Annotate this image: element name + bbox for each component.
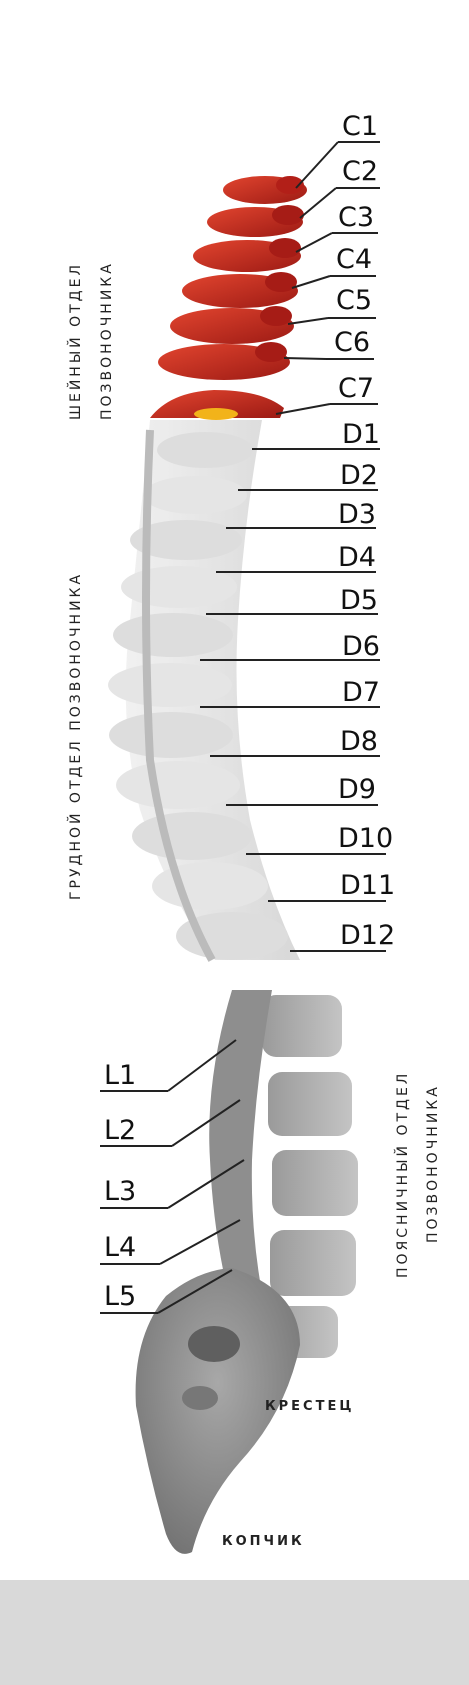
label-d7: D7 — [342, 677, 380, 708]
label-c4: C4 — [336, 244, 372, 275]
label-l5: L5 — [104, 1281, 136, 1312]
label-c2: C2 — [342, 156, 378, 187]
cervical-vertebra-c4-shape — [182, 272, 298, 308]
leader-c5-diag — [288, 318, 328, 324]
cervical-vertebra-c3-shape — [193, 238, 301, 272]
lumbar-region-label-line2: ПОЗВОНОЧНИКА — [425, 1084, 441, 1243]
cervical-vertebra-c6-shape — [158, 342, 290, 380]
thoracic-vertebrae-group — [108, 420, 300, 960]
sacrum-label: КРЕСТЕЦ — [265, 1399, 354, 1414]
label-d10: D10 — [338, 823, 393, 854]
label-d2: D2 — [340, 460, 378, 491]
label-d11: D11 — [340, 870, 395, 901]
label-c5: C5 — [336, 285, 372, 316]
label-l3: L3 — [104, 1176, 136, 1207]
lumbar-region-label-line1: ПОЯСНИЧНЫЙ ОТДЕЛ — [393, 1071, 411, 1278]
label-c6: C6 — [334, 327, 370, 358]
label-c7: C7 — [338, 373, 374, 404]
leader-c7-diag — [276, 404, 330, 414]
leader-c4-diag — [292, 276, 330, 288]
label-d5: D5 — [340, 585, 378, 616]
cervical-vertebrae-group — [150, 176, 307, 420]
footer-band — [0, 1580, 469, 1685]
label-d1: D1 — [342, 419, 380, 450]
label-c1: C1 — [342, 111, 378, 142]
label-d12: D12 — [340, 920, 395, 951]
label-d8: D8 — [340, 726, 378, 757]
cervical-vertebra-c7-shape — [150, 390, 284, 420]
cervical-region-label-line2: ПОЗВОНОЧНИКА — [99, 261, 115, 420]
cervical-region-label-line1: ШЕЙНЫЙ ОТДЕЛ — [66, 262, 84, 420]
thoracic-region-label: ГРУДНОЙ ОТДЕЛ ПОЗВОНОЧНИКА — [66, 572, 84, 900]
coccyx-label: КОПЧИК — [222, 1534, 305, 1549]
cervical-vertebra-c5-shape — [170, 306, 294, 344]
cervical-vertebra-c1-shape — [223, 176, 307, 204]
leader-c3-diag — [296, 233, 332, 252]
label-l2: L2 — [104, 1115, 136, 1146]
label-c3: C3 — [338, 202, 374, 233]
label-l4: L4 — [104, 1232, 136, 1263]
leader-c6-diag — [284, 358, 326, 359]
cervical-vertebra-c2-shape — [207, 205, 304, 237]
label-d3: D3 — [338, 499, 376, 530]
label-d9: D9 — [338, 774, 376, 805]
label-l1: L1 — [104, 1060, 136, 1091]
label-d4: D4 — [338, 542, 376, 573]
leader-c1-diag — [296, 142, 338, 188]
label-d6: D6 — [342, 631, 380, 662]
